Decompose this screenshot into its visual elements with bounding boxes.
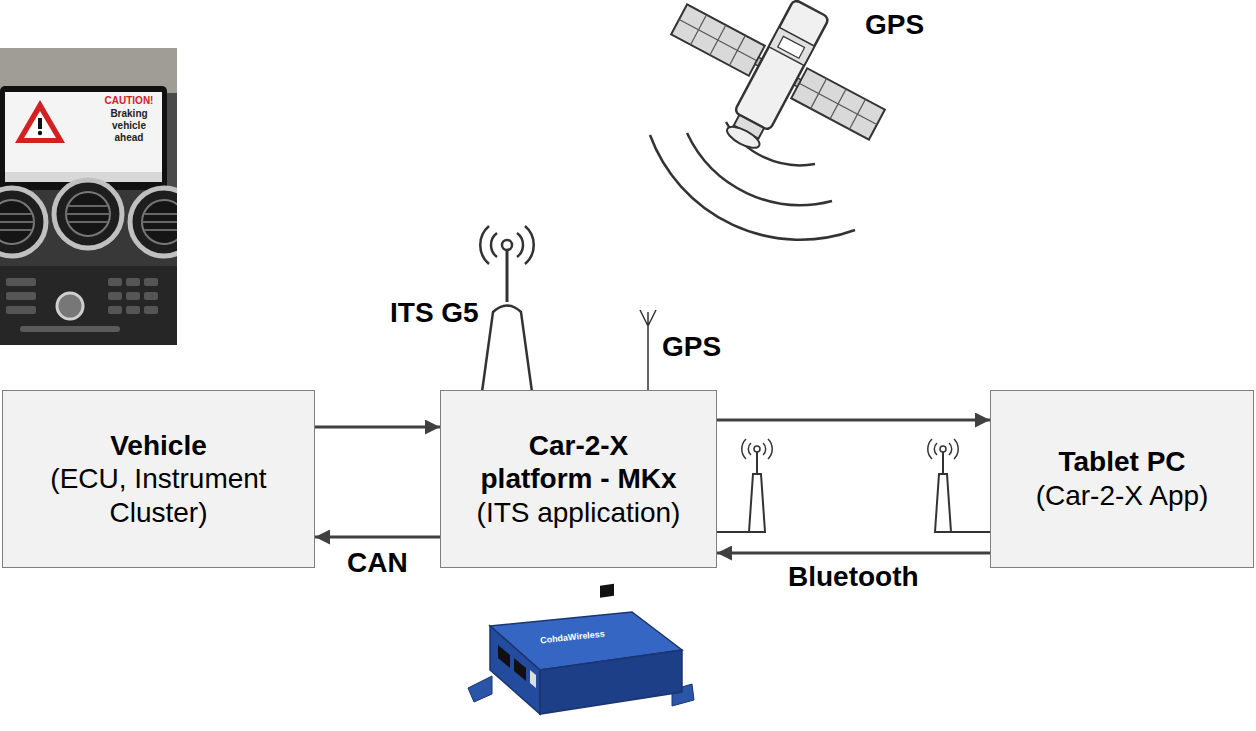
- connector-arrow: [315, 536, 440, 539]
- gps-satellite: [734, 0, 829, 131]
- its-g5-antenna: [506, 250, 509, 302]
- panel-buttons: [6, 292, 36, 300]
- component-label: GPS: [865, 8, 924, 42]
- panel-buttons: [144, 292, 158, 300]
- panel-buttons: [6, 306, 36, 314]
- screen-frame: [0, 86, 167, 190]
- screen-text: CohdaWireless: [540, 629, 606, 647]
- panel-trim: [20, 326, 120, 332]
- warning-mark: [38, 131, 42, 135]
- connector-label: Bluetooth: [785, 561, 922, 593]
- its-g5-antenna: [502, 240, 512, 250]
- gps-satellite: [769, 27, 815, 65]
- mkx-device: [490, 626, 540, 714]
- gps-antenna: [640, 310, 656, 390]
- box-title: Vehicle: [110, 429, 207, 463]
- panel-buttons: [108, 278, 122, 286]
- connector-arrow: [315, 426, 440, 429]
- connector-label: CAN: [344, 547, 411, 579]
- bluetooth-antenna: [742, 439, 772, 459]
- bluetooth-antenna: [928, 439, 958, 459]
- box-title: Car-2-X platform - MKx: [473, 429, 685, 496]
- bluetooth-antenna: [935, 474, 951, 532]
- connector-arrow: [717, 552, 990, 555]
- mkx-device: [540, 650, 682, 714]
- panel-buttons: [126, 278, 140, 286]
- bluetooth-antenna: [942, 452, 944, 474]
- mkx-device: [514, 658, 526, 681]
- bluetooth-antenna: [756, 452, 758, 474]
- bluetooth-antenna: [940, 446, 946, 452]
- warning-mark: [38, 118, 42, 129]
- mkx-device: [468, 676, 492, 702]
- gps-satellite: [724, 123, 762, 152]
- control-knob: [57, 293, 83, 319]
- box-subtitle: (ITS application): [477, 496, 681, 530]
- component-label: GPS: [662, 330, 721, 364]
- mkx-device: [530, 670, 536, 688]
- signal-waves: [650, 122, 855, 240]
- air-vent: [130, 188, 177, 256]
- its-g5-antenna: [480, 226, 534, 392]
- mkx-device: [468, 584, 694, 714]
- air-vent: [0, 200, 34, 244]
- mkx-device: [600, 584, 614, 598]
- air-vent: [54, 180, 122, 248]
- warning-triangle: [24, 111, 56, 138]
- panel-buttons: [6, 278, 36, 286]
- panel-buttons: [126, 292, 140, 300]
- air-vent: [54, 180, 122, 248]
- process-box: Tablet PC(Car-2-X App): [990, 390, 1254, 568]
- box-subtitle: (Car-2-X App): [1036, 479, 1209, 513]
- box-subtitle: (ECU, Instrument Cluster): [28, 462, 290, 529]
- screen-text: CAUTION!: [97, 95, 161, 107]
- dashboard-photo: [0, 48, 177, 345]
- gps-antenna: [640, 310, 656, 390]
- bluetooth-antenna: [754, 446, 760, 452]
- warning-triangle: [15, 100, 65, 143]
- air-vent: [66, 206, 110, 222]
- air-vent: [0, 188, 46, 256]
- panel-buttons: [108, 292, 122, 300]
- air-vent: [66, 192, 110, 236]
- control-panel: [0, 266, 177, 345]
- its-g5-antenna: [482, 306, 532, 393]
- bluetooth-antenna: [928, 439, 990, 532]
- screen-text: Braking vehicle ahead: [97, 108, 161, 144]
- gps-satellite: [778, 36, 805, 58]
- air-vent: [0, 214, 34, 230]
- bluetooth-antenna: [717, 439, 772, 532]
- mkx-device: [498, 645, 510, 668]
- component-label: ITS G5: [390, 296, 479, 330]
- box-title: Tablet PC: [1058, 445, 1185, 479]
- air-vent: [0, 188, 46, 256]
- connector-arrow: [717, 419, 990, 422]
- its-g5-antenna: [480, 226, 534, 264]
- process-box: Car-2-X platform - MKx(ITS application): [440, 390, 717, 568]
- screen-display: [5, 92, 162, 182]
- panel-buttons: [144, 306, 158, 314]
- panel-buttons: [126, 306, 140, 314]
- air-vent: [142, 200, 177, 244]
- air-vent: [130, 188, 177, 256]
- air-vent: [142, 214, 177, 230]
- process-box: Vehicle(ECU, Instrument Cluster): [2, 390, 315, 568]
- panel-buttons: [108, 306, 122, 314]
- panel-buttons: [144, 278, 158, 286]
- bluetooth-antenna: [749, 474, 765, 532]
